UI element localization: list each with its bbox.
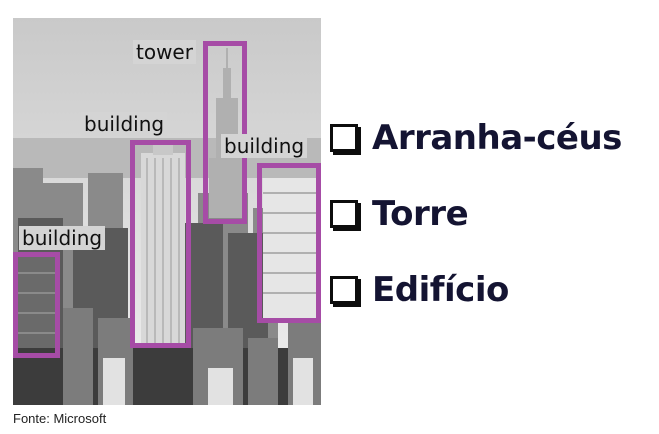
building-box-right xyxy=(257,163,321,323)
photo-credit: Fonte: Microsoft xyxy=(13,411,107,426)
building-box-left xyxy=(13,252,60,358)
building-label-center: building xyxy=(81,112,168,136)
checkbox-icon[interactable] xyxy=(330,276,358,304)
option-label: Edifício xyxy=(372,270,509,310)
building-label-left: building xyxy=(19,226,106,250)
option-arranha-ceus[interactable]: Arranha-céus xyxy=(330,100,650,176)
checkbox-icon[interactable] xyxy=(330,124,358,152)
option-label: Torre xyxy=(372,194,469,234)
option-edificio[interactable]: Edifício xyxy=(330,252,650,328)
tower-label: tower xyxy=(133,40,196,64)
city-photo: tower building building building xyxy=(13,18,321,405)
building-box-center xyxy=(130,140,191,348)
tower-box xyxy=(203,41,247,224)
option-torre[interactable]: Torre xyxy=(330,176,650,252)
checkbox-icon[interactable] xyxy=(330,200,358,228)
option-list: Arranha-céus Torre Edifício xyxy=(330,100,650,328)
option-label: Arranha-céus xyxy=(372,118,622,158)
building-label-right: building xyxy=(221,134,308,158)
